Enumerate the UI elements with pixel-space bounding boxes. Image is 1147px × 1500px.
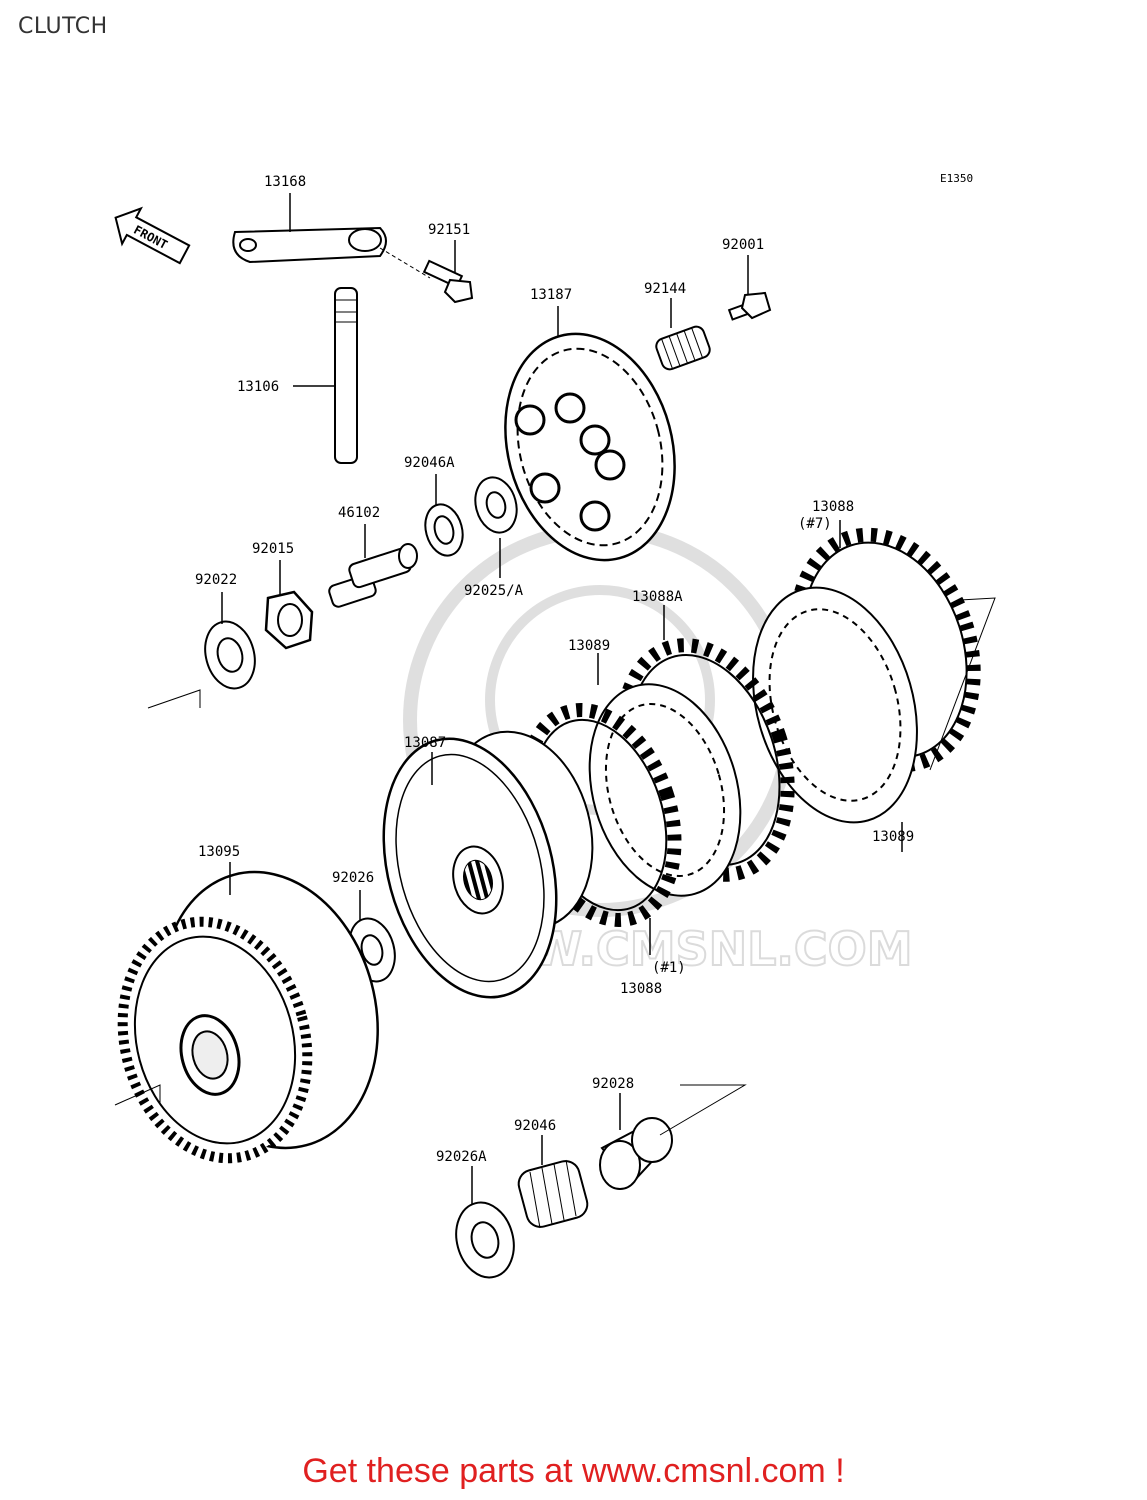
label-92144: 92144 xyxy=(644,281,686,297)
label-13187: 13187 xyxy=(530,287,572,303)
label-13088-top-note: (#7) xyxy=(798,516,832,532)
part-92001-screw xyxy=(727,255,772,321)
front-arrow-icon: FRONT xyxy=(114,206,191,265)
part-13187-pressure-plate xyxy=(504,306,676,562)
label-92028: 92028 xyxy=(592,1076,634,1092)
label-92151: 92151 xyxy=(428,222,470,238)
label-92025A: 92025/A xyxy=(464,583,524,599)
part-13095-clutch-housing xyxy=(114,862,379,1164)
part-92015-nut xyxy=(264,560,314,650)
part-13106-shaft xyxy=(293,287,358,464)
clutch-exploded-diagram: WWW.CMSNL.COM FRONT xyxy=(114,174,996,1279)
label-13088-top: 13088 xyxy=(812,499,854,515)
label-13168: 13168 xyxy=(264,174,306,190)
label-92026A: 92026A xyxy=(436,1149,487,1165)
label-13088A: 13088A xyxy=(632,589,683,605)
label-13089-right: 13089 xyxy=(872,829,914,845)
label-92026: 92026 xyxy=(332,870,374,886)
part-92022-washer xyxy=(147,592,256,709)
part-92028-bushing xyxy=(599,1084,747,1190)
diagram-code: E1350 xyxy=(940,172,974,185)
part-46102-push-rod xyxy=(328,524,418,608)
part-13089-steel-plate-left xyxy=(588,653,742,897)
page-title: CLUTCH xyxy=(18,14,108,39)
label-92022: 92022 xyxy=(195,572,237,588)
part-13087-clutch-hub xyxy=(382,730,594,999)
label-92046: 92046 xyxy=(514,1118,556,1134)
part-92046A-bearing xyxy=(424,474,464,557)
part-92144-spring xyxy=(655,325,711,371)
label-92001: 92001 xyxy=(722,237,764,253)
part-92025A-washer xyxy=(474,476,518,578)
label-13088-bottom-note: (#1) xyxy=(652,960,686,976)
label-92046A: 92046A xyxy=(404,455,455,471)
label-13089-left: 13089 xyxy=(568,638,610,654)
label-92015: 92015 xyxy=(252,541,294,557)
part-13168-lever xyxy=(232,193,387,264)
footer-link[interactable]: Get these parts at www.cmsnl.com ! xyxy=(0,1452,1147,1491)
part-92151-bolt xyxy=(379,240,474,304)
label-13087: 13087 xyxy=(404,735,446,751)
label-46102: 46102 xyxy=(338,505,380,521)
label-13088-bottom: 13088 xyxy=(620,981,662,997)
footer-link-text[interactable]: Get these parts at www.cmsnl.com ! xyxy=(302,1452,845,1490)
part-92026A-washer xyxy=(455,1166,515,1279)
label-13106: 13106 xyxy=(237,379,279,395)
label-13095: 13095 xyxy=(198,844,240,860)
part-92046-needle-bearing xyxy=(517,1135,589,1229)
